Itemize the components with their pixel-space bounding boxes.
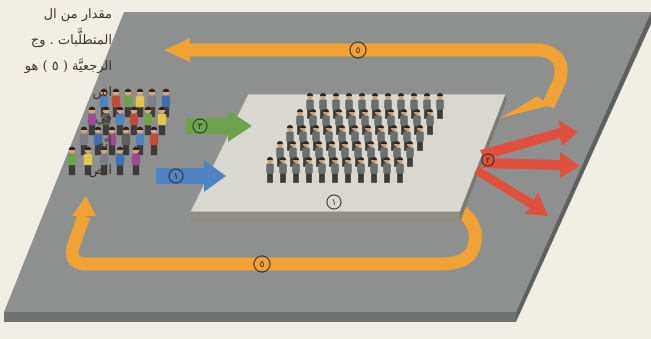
person-figure [266,157,274,183]
side-text-line: المتطلَّبات . وج [31,28,112,54]
badge-process-label: ١ [332,198,337,208]
person-figure [383,157,391,183]
badge-feedback-bottom-label: ٥ [260,260,265,270]
person-figure [292,157,300,183]
badge-input-1-label: ١ [174,172,179,182]
side-text-line: الص [89,158,113,184]
side-text-line: في [95,106,112,132]
person-figure [124,89,132,118]
person-figure [426,109,434,135]
person-figure [150,127,158,156]
person-figure [136,89,144,118]
person-figure [370,157,378,183]
side-text-line: اس [93,80,112,106]
person-figure [132,147,140,176]
person-figure [279,157,287,183]
person-figure [416,125,424,151]
person-figure [116,147,124,176]
side-text-line: مقدار من ال [44,2,112,28]
badge-input-3-label: ٣ [198,122,203,132]
person-figure [318,157,326,183]
person-figure [396,157,404,183]
person-figure [158,107,166,136]
badge-output-label: ٢ [486,156,491,166]
person-figure [357,157,365,183]
badge-feedback-top-label: ٥ [356,46,361,56]
side-text-line: الرجعيَّة ( ٥ ) هو [25,54,112,80]
person-figure [344,157,352,183]
person-figure [406,141,414,167]
side-text-line: أنّه [98,132,112,158]
person-figure [305,157,313,183]
person-figure [331,157,339,183]
person-figure [436,93,444,119]
side-text-column: مقدار من ال المتطلَّبات . وج الرجعيَّة (… [0,0,112,200]
